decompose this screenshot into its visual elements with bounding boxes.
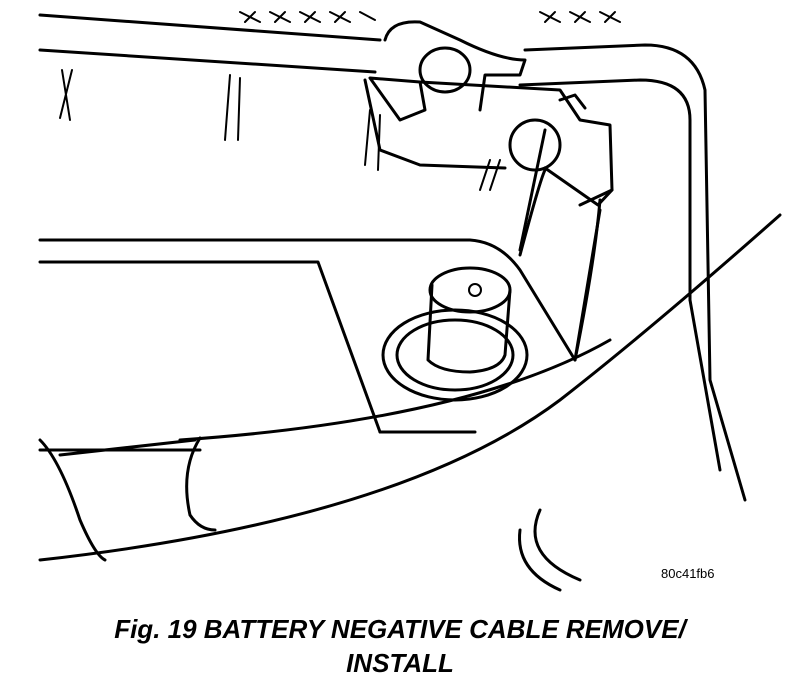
battery-top (38, 238, 577, 434)
battery-cable-illustration (38, 11, 782, 592)
caption-line-1: Fig. 19 BATTERY NEGATIVE CABLE REMOVE/ (114, 614, 686, 644)
cooling-fins (59, 69, 501, 191)
line-drawing (38, 11, 782, 592)
negative-cable (518, 168, 602, 362)
battery-tray-outline (38, 13, 747, 502)
hatched-region (239, 11, 621, 23)
cable-clamp (363, 20, 614, 207)
caption-line-2: INSTALL (346, 648, 454, 678)
hose (38, 436, 217, 562)
battery-post (381, 266, 529, 402)
fender-edge (38, 213, 782, 562)
figure-caption: Fig. 19 BATTERY NEGATIVE CABLE REMOVE/ I… (0, 612, 800, 680)
lower-arcs (518, 508, 582, 592)
figure-reference-code: 80c41fb6 (661, 566, 715, 581)
